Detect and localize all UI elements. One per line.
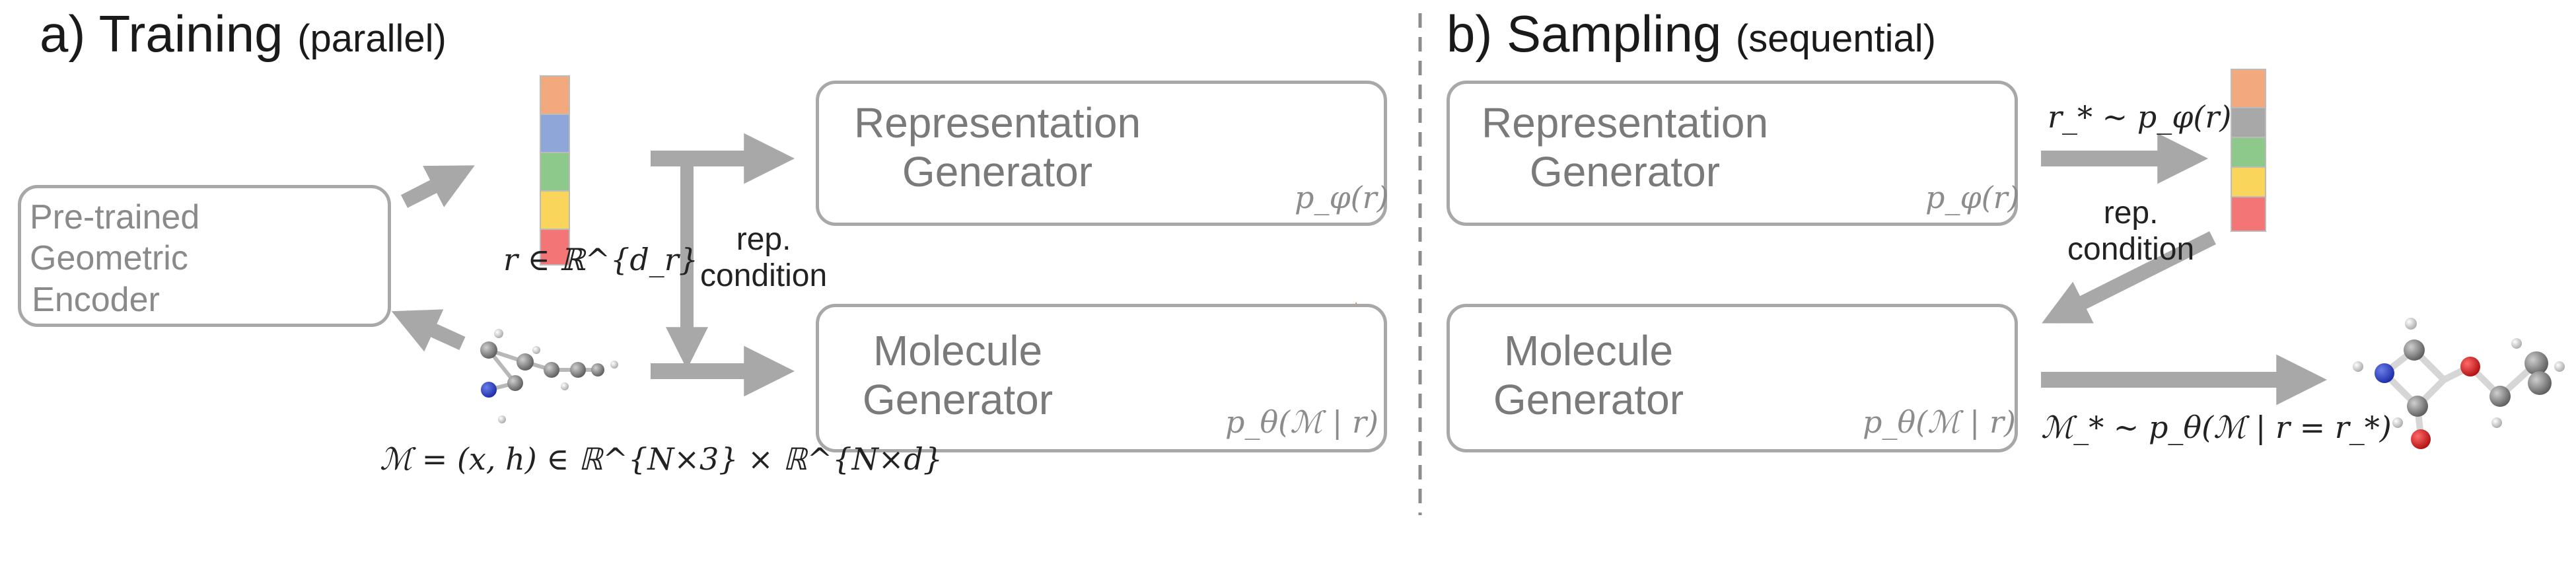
- molecule: [480, 329, 618, 423]
- rep-sample-equation: r_* ~ p_φ(r): [2048, 99, 2232, 135]
- molecule: [2353, 318, 2565, 449]
- mol-generator-label-b: Molecule Generator: [1493, 327, 1684, 423]
- rep-generator-prob-b: p_φ(r): [1925, 180, 2020, 215]
- mol-generator-label-a: Molecule Generator: [862, 327, 1054, 423]
- representation-vector: [2231, 69, 2266, 232]
- rep-condition-label-b: rep. condition: [2067, 195, 2195, 267]
- rep-generator-prob-a: p_φ(r): [1295, 180, 1389, 215]
- encoder-box: [18, 185, 391, 327]
- arrow-mol-to-encoder: [391, 309, 466, 352]
- rep-generator-box-b: [1447, 81, 2018, 226]
- mol-generator-box-a: [816, 304, 1387, 452]
- mol-generator-box-b: [1447, 304, 2018, 452]
- mol-generator-prob-b: p_θ(ℳ | r): [1863, 404, 2016, 440]
- panel-a-title: a) Training (parallel): [40, 5, 447, 63]
- molecule-space-equation: ℳ = (x, h) ∈ ℝ^{N×3} × ℝ^{N×d}: [380, 441, 943, 477]
- panel-b-title: b) Sampling (sequential): [1447, 5, 1936, 63]
- rep-generator-box-a: [816, 81, 1387, 226]
- rep-generator-label-b: Representation Generator: [1481, 99, 1769, 195]
- arrow-encoder-to-rep: [400, 165, 475, 208]
- rep-generator-label-a: Representation Generator: [853, 99, 1141, 195]
- representation-vector: [540, 75, 570, 266]
- encoder-label: Pre-trained Geometric Encoder: [30, 198, 200, 319]
- rep-condition-label-a: rep. condition: [700, 222, 828, 294]
- molecule-sample-equation: ℳ_* ~ p_θ(ℳ | r = r_*): [2041, 409, 2392, 445]
- mol-generator-prob-a: p_θ(ℳ | r): [1225, 404, 1378, 440]
- rep-space-equation: r ∈ ℝ^{d_r}: [503, 242, 699, 277]
- arrow-rep-condition-b: [2042, 231, 2216, 324]
